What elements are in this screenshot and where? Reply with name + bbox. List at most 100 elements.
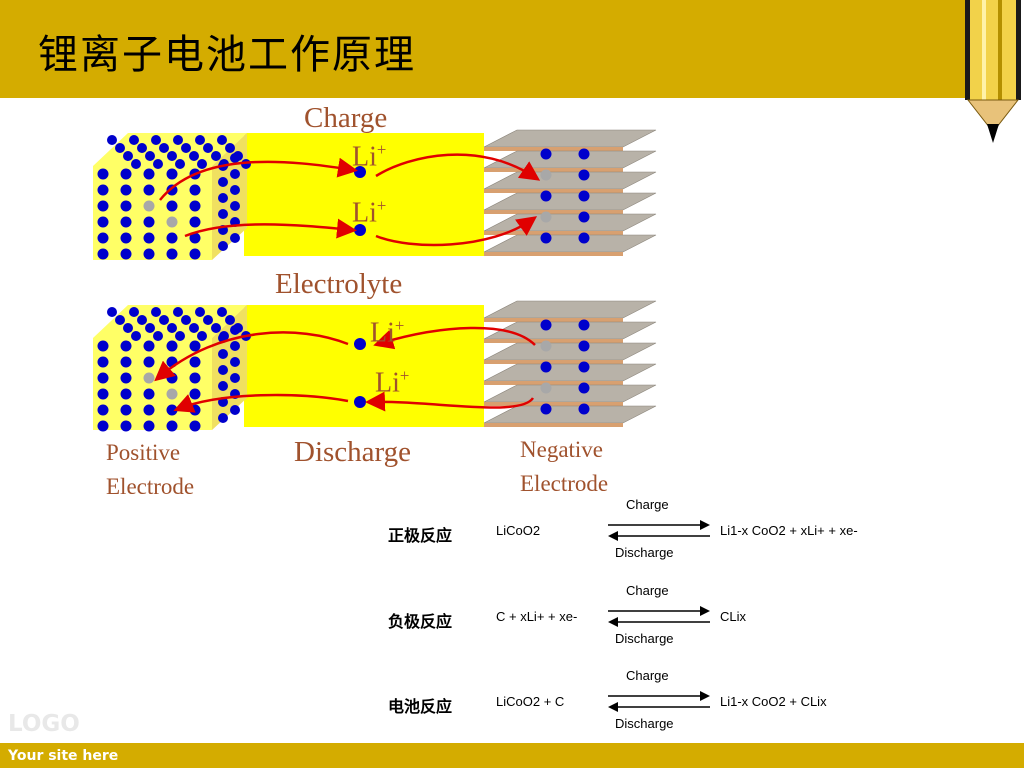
lattice-ion (120, 184, 132, 196)
lattice-ion (175, 159, 185, 169)
lattice-ion (195, 135, 205, 145)
lattice-ion (131, 159, 141, 169)
reaction-left: LiCoO2 (496, 523, 541, 538)
lattice-ion (143, 232, 155, 244)
intercalated-ion (540, 232, 552, 244)
reaction-table: 正极反应 LiCoO2 Charge Discharge Li1-x CoO2 … (356, 492, 900, 734)
lattice-ion (166, 248, 178, 260)
title-bar: 锂离子电池工作原理 (0, 0, 968, 98)
lattice-ion (97, 420, 109, 432)
lattice-ion (189, 200, 201, 212)
lattice-ion (151, 135, 161, 145)
lattice-ion (153, 159, 163, 169)
lattice-ion (143, 168, 155, 180)
site-link[interactable]: Your site here (8, 748, 119, 764)
lattice-ion (145, 151, 155, 161)
lattice-ion (143, 404, 155, 416)
lattice-ion (120, 420, 132, 432)
lattice-ion (97, 232, 109, 244)
reaction-right: CLix (720, 609, 747, 624)
lattice-ion (218, 381, 228, 391)
intercalated-ion (540, 319, 552, 331)
lattice-ion (107, 307, 117, 317)
vacancy-site (540, 340, 552, 352)
lattice-ion (159, 315, 169, 325)
lattice-ion (218, 349, 228, 359)
intercalated-ion (578, 232, 590, 244)
lattice-ion (211, 151, 221, 161)
li-ion (354, 396, 366, 408)
intercalated-ion (540, 403, 552, 415)
charge-direction-label: Charge (626, 583, 669, 598)
graphite-layer (483, 384, 657, 403)
lattice-ion (189, 151, 199, 161)
lattice-ion (230, 169, 240, 179)
lattice-ion (230, 185, 240, 195)
graphite-layer (483, 171, 657, 190)
lattice-ion (218, 365, 228, 375)
lattice-ion (97, 356, 109, 368)
equilibrium-arrows-icon (608, 691, 710, 712)
lattice-ion (166, 372, 178, 384)
discharge-direction-label: Discharge (615, 631, 674, 646)
li-ion-label: Li+ (352, 196, 387, 229)
intercalated-ion (578, 190, 590, 202)
lattice-ion (225, 143, 235, 153)
lattice-ion (217, 135, 227, 145)
lattice-ion (189, 356, 201, 368)
lattice-ion (197, 159, 207, 169)
discharge-arrow (365, 391, 535, 412)
pencil-icon (965, 0, 1021, 143)
lattice-ion (145, 323, 155, 333)
lattice-ion (218, 193, 228, 203)
lattice-ion (97, 184, 109, 196)
charge-direction-label: Charge (626, 497, 669, 512)
reaction-right: Li1-x CoO2 + xLi+ + xe- (720, 523, 858, 538)
vacancy-site (166, 216, 178, 228)
intercalated-ion (578, 382, 590, 394)
charge-arrow (375, 153, 541, 181)
lattice-ion (166, 168, 178, 180)
electrolyte-region (244, 133, 484, 256)
graphite-layer (483, 363, 657, 382)
charge-label: Charge (304, 102, 388, 134)
slide-title: 锂离子电池工作原理 (38, 32, 416, 78)
reaction-left: LiCoO2 + C (496, 694, 565, 709)
lattice-ion (218, 177, 228, 187)
graphite-layer (483, 321, 657, 340)
reaction-right: Li1-x CoO2 + CLix (720, 694, 827, 709)
graphite-layer-edge (484, 381, 623, 385)
discharge-direction-label: Discharge (615, 716, 674, 731)
lattice-ion (195, 307, 205, 317)
discharge-arrow (373, 326, 536, 350)
lattice-ion (120, 216, 132, 228)
lattice-ion (230, 325, 240, 335)
lattice-ion (230, 405, 240, 415)
graphite-layer-edge (484, 168, 623, 172)
lattice-ion (167, 323, 177, 333)
li-ion-label: Li+ (370, 316, 405, 349)
vacancy-site (540, 382, 552, 394)
lattice-ion (137, 143, 147, 153)
lattice-ion (203, 143, 213, 153)
lattice-ion (189, 323, 199, 333)
lattice-ion (129, 307, 139, 317)
reaction-row: 负极反应 C + xLi+ + xe- Charge Discharge CLi… (356, 578, 900, 662)
discharge-cell (93, 300, 657, 432)
vacancy-site (540, 211, 552, 223)
lattice-ion (230, 233, 240, 243)
lattice-ion (218, 241, 228, 251)
electrolyte-region (244, 305, 484, 427)
lattice-ion (189, 184, 201, 196)
lattice-ion (175, 331, 185, 341)
lattice-ion (230, 373, 240, 383)
lattice-ion (97, 404, 109, 416)
electrolyte-label: Electrolyte (275, 268, 403, 300)
lattice-ion (166, 232, 178, 244)
lattice-ion (189, 248, 201, 260)
lattice-ion (189, 232, 201, 244)
lattice-ion (115, 143, 125, 153)
intercalated-ion (578, 211, 590, 223)
lattice-ion (137, 315, 147, 325)
lattice-ion (189, 216, 201, 228)
